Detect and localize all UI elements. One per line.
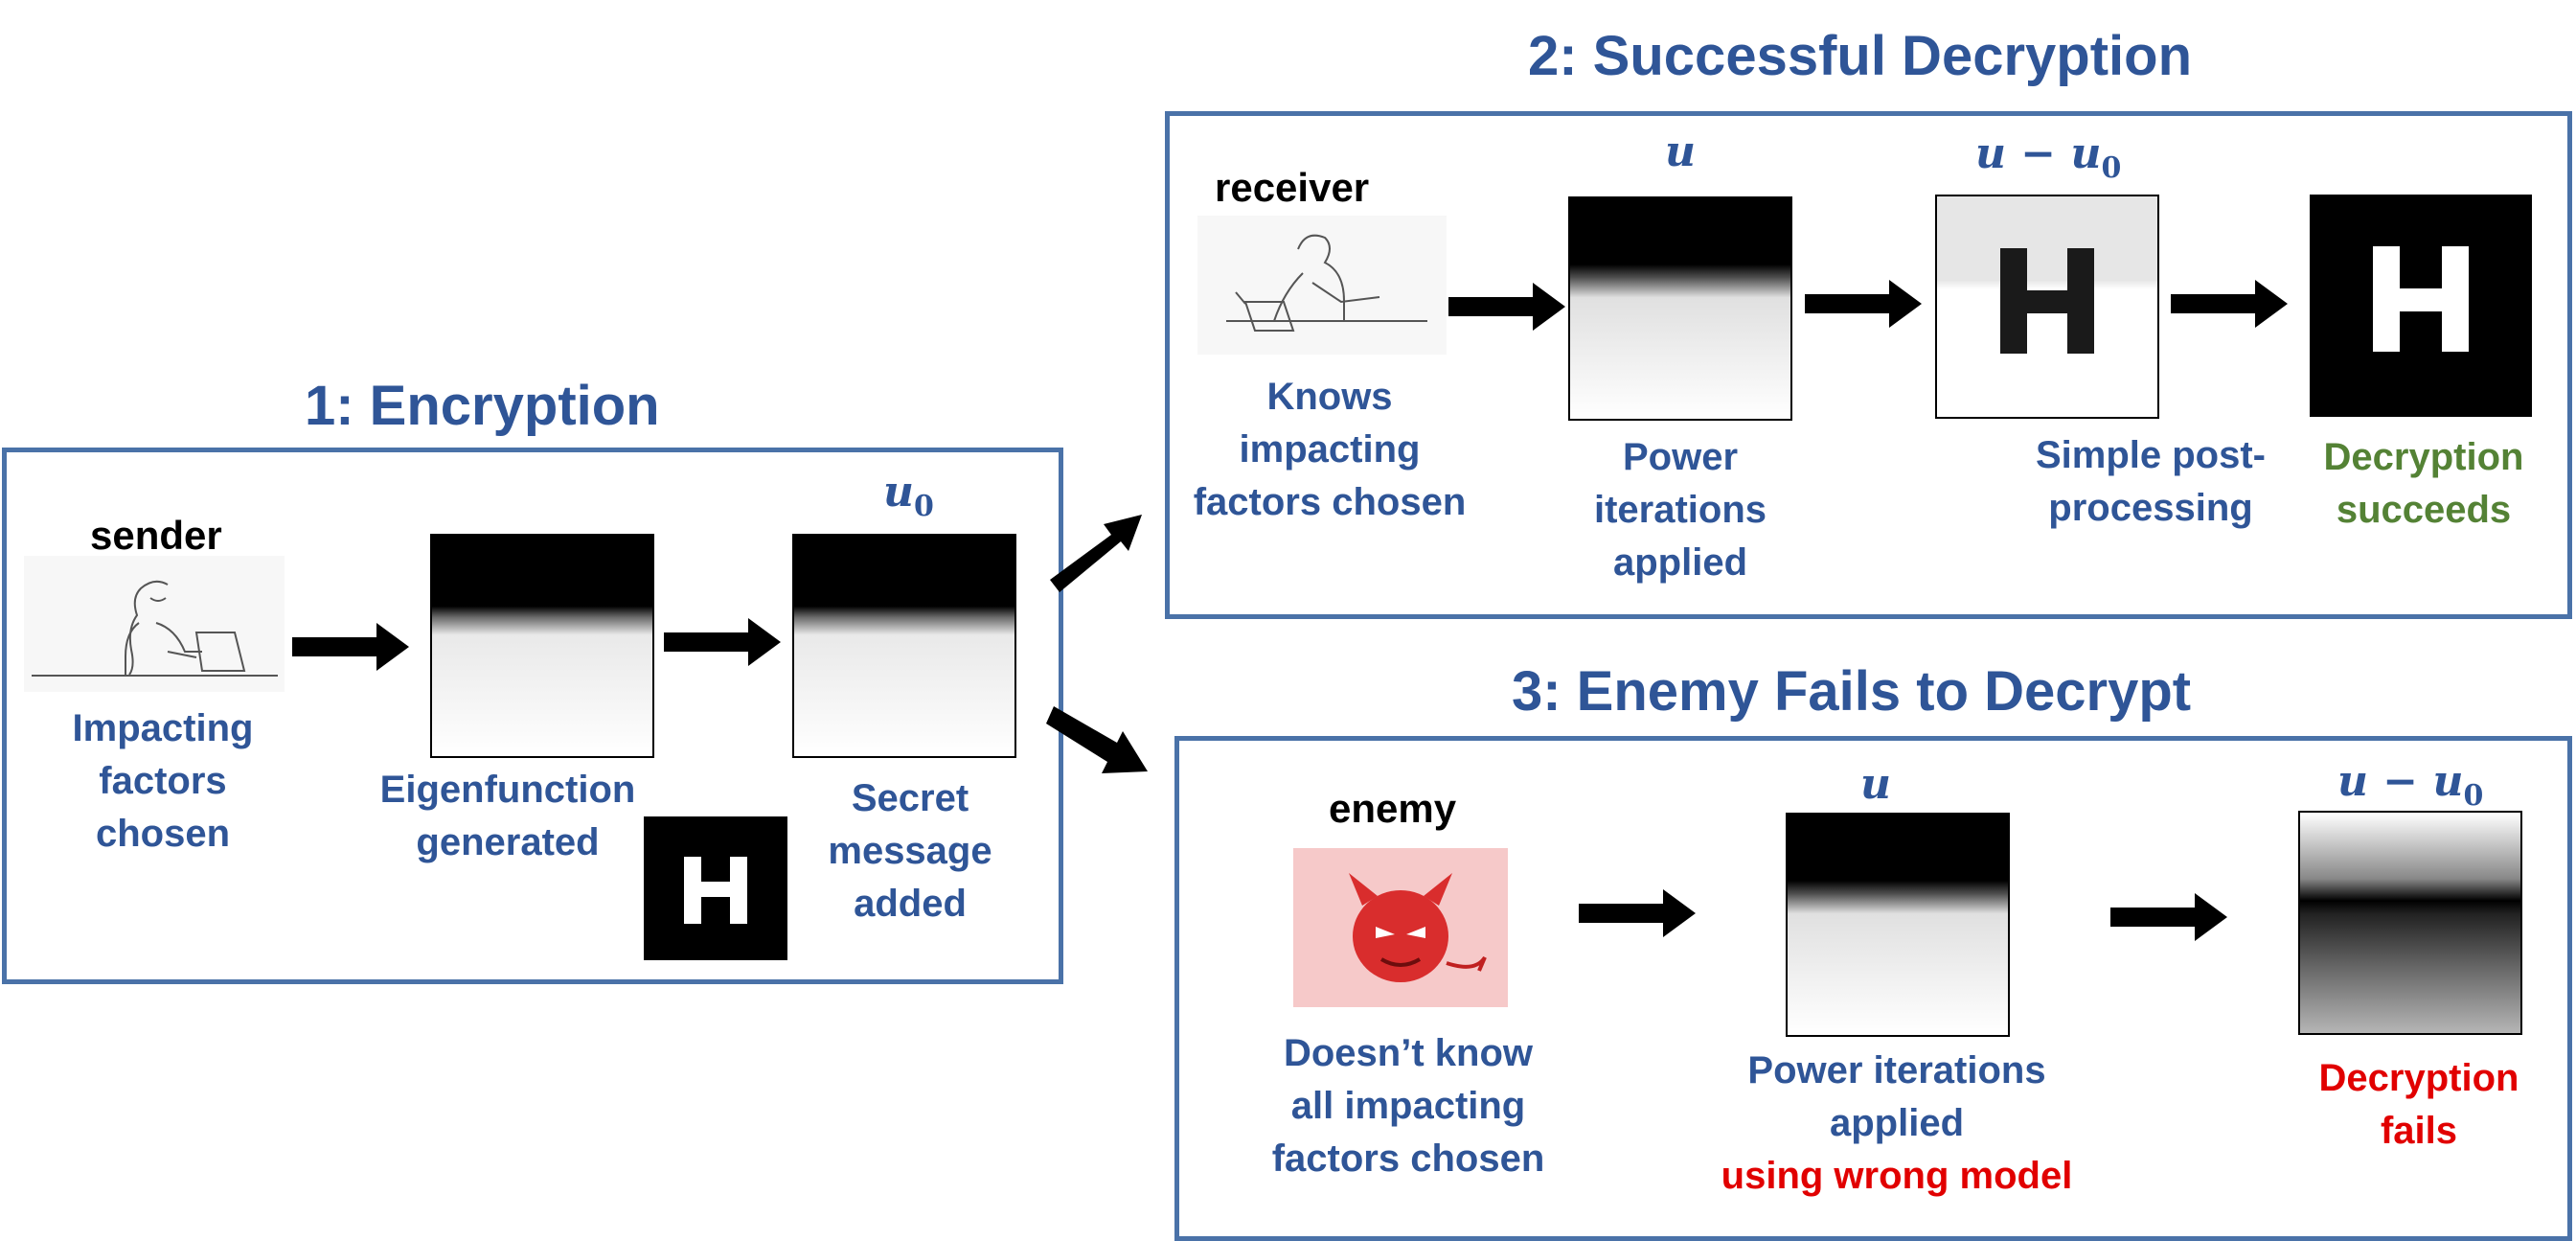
enemy-power-iteration-image: [1786, 813, 2010, 1037]
enemy-power-caption: Power iterations applied using wrong mod…: [1721, 1049, 2073, 1197]
arrow-right-icon: [1448, 283, 1565, 331]
success-result-caption: Decryption succeeds: [2323, 436, 2524, 531]
sender-caption: Impacting factors chosen: [72, 707, 254, 855]
power-caption: Power iterations applied: [1593, 436, 1767, 584]
enemy-u-minus-u0-symbol: u − u0: [2337, 757, 2484, 813]
failure-result-caption: Decryption fails: [2318, 1057, 2519, 1152]
secret-caption: Secret message added: [828, 777, 992, 925]
power-iteration-image: [1568, 196, 1792, 421]
letter-h-icon: [684, 857, 747, 924]
sender-label: sender: [90, 513, 222, 558]
enemy-caption: Doesn’t know all impacting factors chose…: [1271, 1032, 1545, 1180]
enemy-u-symbol: u: [1860, 760, 1891, 809]
u-minus-u0-symbol: u − u0: [1975, 129, 2122, 185]
devil-emoji-icon: [1293, 848, 1508, 1007]
eigenfunction-image: [430, 534, 654, 758]
success-title: 2: Successful Decryption: [1528, 25, 2192, 87]
encryption-title: 1: Encryption: [305, 375, 660, 437]
arrow-down-right-icon: [1046, 706, 1148, 773]
arrow-right-icon: [2171, 280, 2288, 328]
failure-panel: [1174, 736, 2572, 1241]
difference-image: [1935, 195, 2159, 419]
arrow-up-right-icon: [1050, 515, 1142, 592]
success-panel: [1165, 111, 2572, 619]
secret-message-image: [644, 816, 787, 960]
letter-h-icon: [2000, 248, 2094, 354]
u0-symbol: u0: [883, 468, 934, 523]
receiver-caption: Knows impacting factors chosen: [1193, 376, 1467, 523]
receiver-sketch-icon: [1197, 216, 1447, 355]
arrow-right-icon: [1805, 280, 1922, 328]
u0-image: [792, 534, 1016, 758]
failure-title: 3: Enemy Fails to Decrypt: [1512, 660, 2192, 723]
u-symbol: u: [1665, 127, 1696, 176]
arrow-right-icon: [1579, 889, 1696, 937]
decrypted-message-image: [2310, 195, 2532, 417]
receiver-label: receiver: [1215, 165, 1370, 210]
failed-difference-image: [2298, 811, 2522, 1035]
eigenfunction-caption: Eigenfunction generated: [379, 769, 636, 863]
sender-sketch-icon: [24, 556, 285, 692]
arrow-right-icon: [664, 618, 781, 666]
arrow-right-icon: [2110, 893, 2227, 941]
arrow-right-icon: [292, 623, 409, 671]
letter-h-icon: [2373, 246, 2469, 352]
enemy-label: enemy: [1329, 786, 1457, 831]
post-processing-caption: Simple post- processing: [2035, 434, 2267, 529]
